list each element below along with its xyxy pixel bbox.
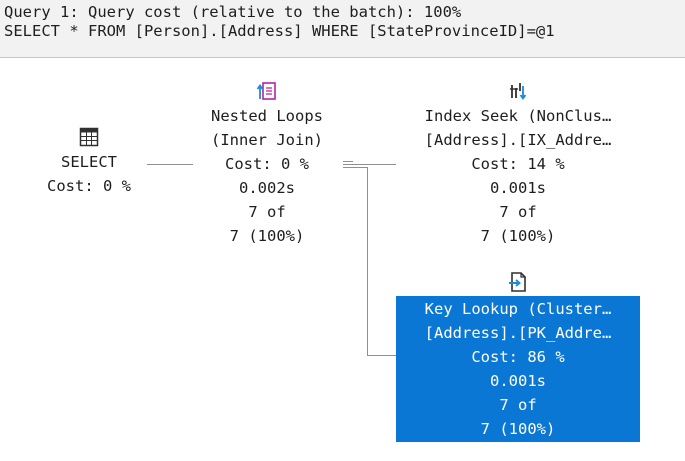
plan-node-nested-loops[interactable]: Nested Loops (Inner Join) Cost: 0 % 0.00… (191, 80, 343, 248)
node-label: SELECT (61, 153, 117, 171)
node-cost: Cost: 0 % (47, 177, 131, 195)
edge-nested-lookup-h2 (367, 355, 396, 356)
node-sublabel: [Address].[PK_Addre… (424, 324, 612, 342)
query-sql-text[interactable]: SELECT * FROM [Person].[Address] WHERE [… (4, 22, 555, 40)
node-time: 0.002s (239, 179, 295, 197)
node-time: 0.001s (490, 179, 546, 197)
node-rows-of: 7 of (499, 396, 537, 414)
plan-node-key-lookup-icon-wrap[interactable] (396, 270, 640, 294)
node-sublabel: (Inner Join) (211, 131, 323, 149)
query-cost-text: Query 1: Query cost (relative to the bat… (4, 3, 462, 21)
table-grid-icon (30, 126, 148, 150)
node-cost: Cost: 14 % (471, 155, 565, 173)
key-lookup-icon (396, 270, 640, 294)
edge-nested-lookup-h1 (343, 167, 367, 168)
plan-node-select[interactable]: SELECT Cost: 0 % (30, 126, 148, 198)
node-rows-pct: 7 (100%) (480, 227, 556, 245)
node-rows-pct: 7 (100%) (229, 227, 305, 245)
node-cost: Cost: 0 % (225, 155, 309, 173)
node-rows-of: 7 of (248, 203, 286, 221)
edge-nested-seek (343, 164, 396, 165)
plan-node-key-lookup[interactable]: Key Lookup (Cluster… [Address].[PK_Addre… (396, 296, 640, 442)
node-cost: Cost: 86 % (471, 348, 565, 366)
edge-nested-seek-arrow (343, 161, 353, 162)
node-sublabel: [Address].[IX_Addre… (424, 131, 612, 149)
plan-node-index-seek[interactable]: Index Seek (NonClus… [Address].[IX_Addre… (396, 80, 640, 248)
node-label: Index Seek (NonClus… (424, 107, 612, 125)
nested-loops-icon (191, 80, 343, 104)
query-header: Query 1: Query cost (relative to the bat… (0, 0, 685, 58)
node-rows-of: 7 of (499, 203, 537, 221)
edge-nested-lookup-v (367, 167, 368, 355)
edge-select-nested (147, 164, 193, 165)
node-label: Key Lookup (Cluster… (424, 300, 612, 318)
node-rows-pct: 7 (100%) (480, 420, 556, 438)
node-time: 0.001s (490, 372, 546, 390)
node-label: Nested Loops (211, 107, 323, 125)
index-seek-icon (396, 80, 640, 104)
